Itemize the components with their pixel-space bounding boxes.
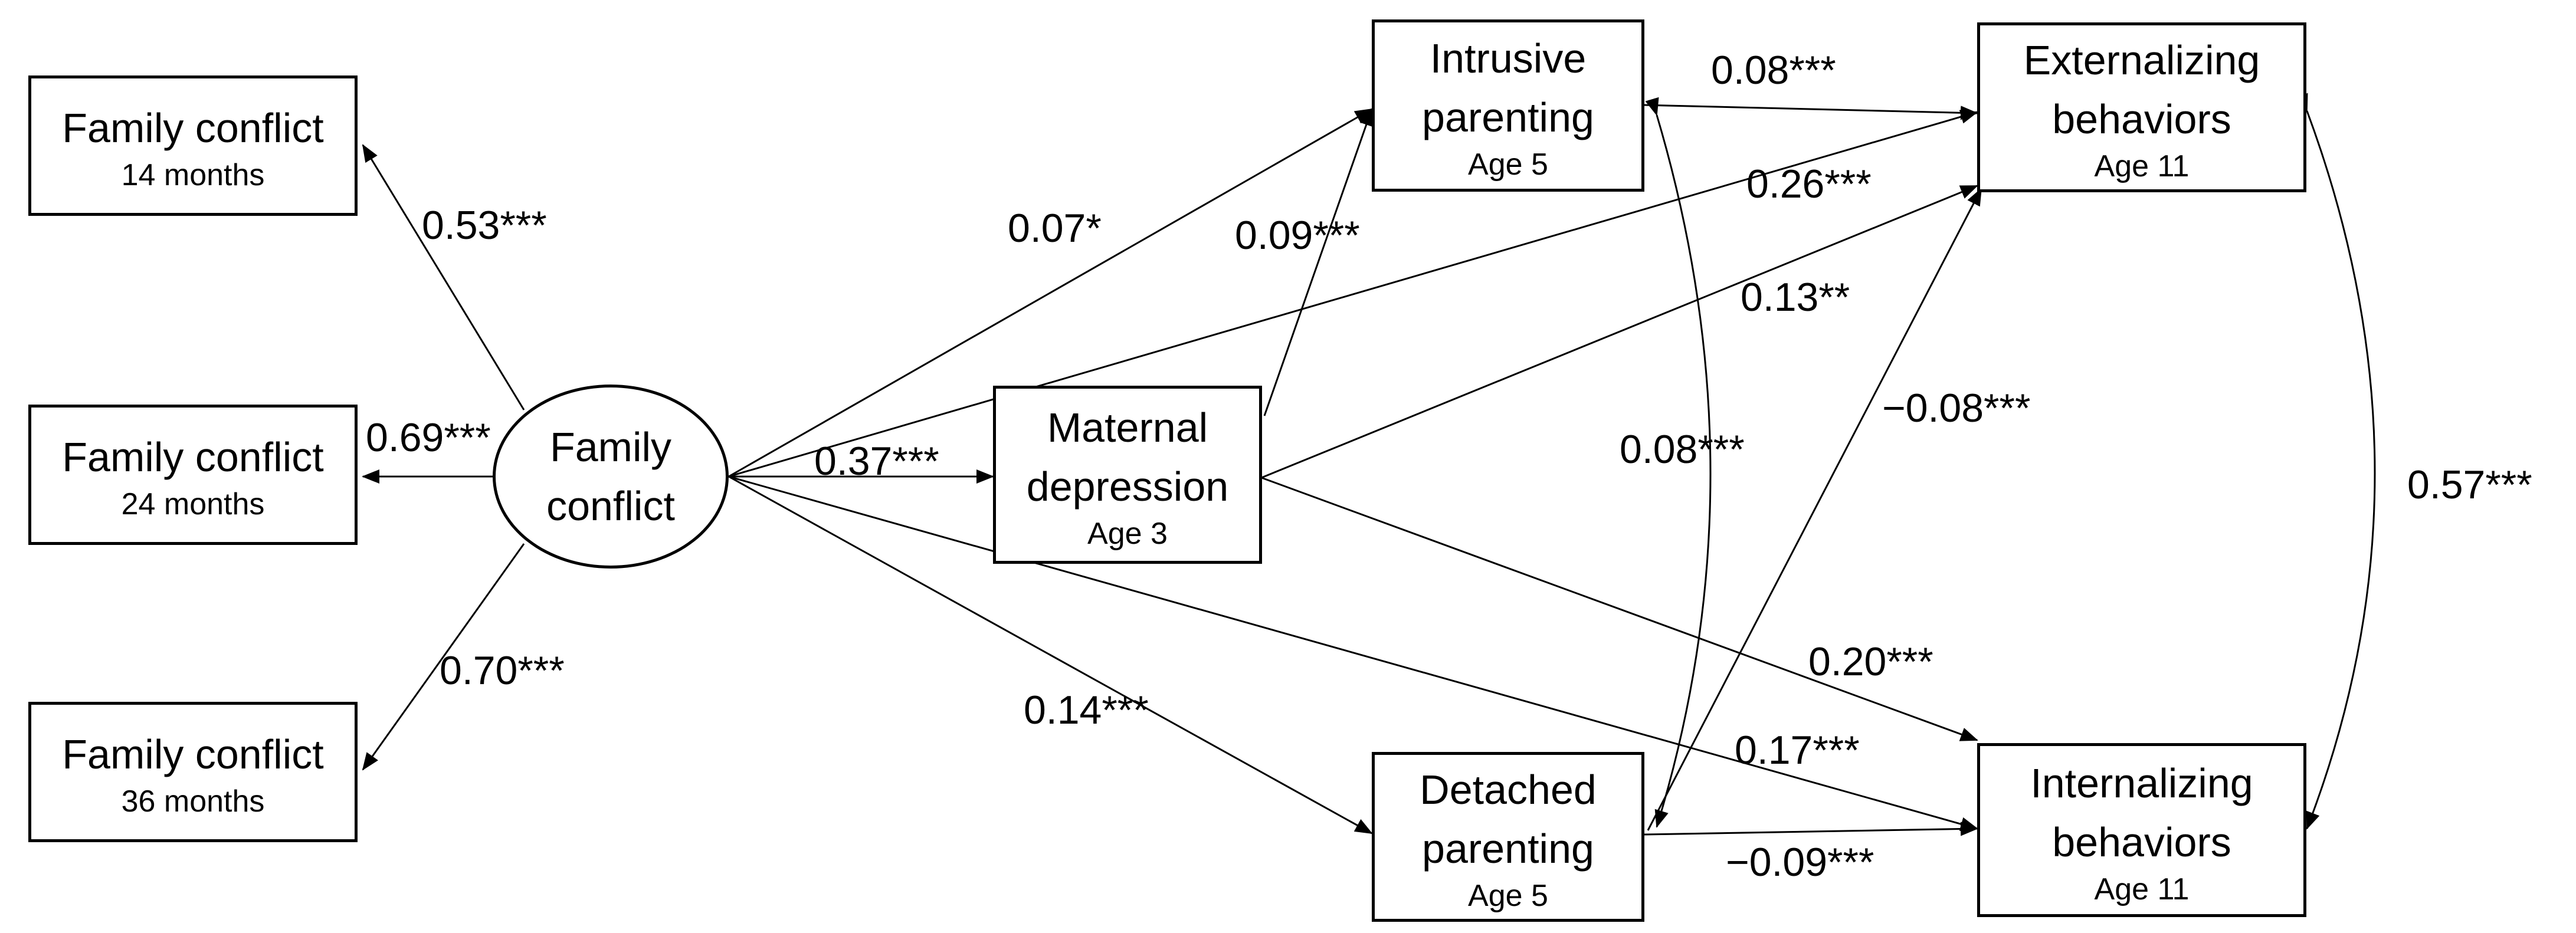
- node-title: Family conflict: [62, 731, 324, 777]
- node-subtitle: Age 11: [2094, 872, 2190, 906]
- path-fc-to-fc14: [362, 144, 525, 410]
- coef-detached-to-external: −0.08***: [1882, 386, 2031, 431]
- node-line-2: depression: [1026, 464, 1229, 510]
- node-line-2: behaviors: [2052, 96, 2231, 142]
- path-maternal-to-intrusive: [1263, 108, 1374, 416]
- coef-maternal-to-internal: 0.20***: [1808, 639, 1933, 684]
- node-family-conflict-14-months: Family conflict 14 months: [28, 75, 358, 216]
- node-line-1: Family: [549, 424, 672, 470]
- node-intrusive-parenting: Intrusive parenting Age 5: [1372, 19, 1644, 192]
- coef-detached-to-internal: −0.09***: [1726, 840, 1874, 885]
- path-detached-to-external: [1647, 188, 1982, 831]
- node-subtitle: Age 11: [2094, 149, 2190, 183]
- node-title: Family conflict: [62, 105, 324, 151]
- node-subtitle: 36 months: [121, 784, 265, 819]
- coef-fc-to-maternal: 0.37***: [814, 439, 939, 484]
- node-maternal-depression: Maternal depression Age 3: [993, 386, 1262, 564]
- node-family-conflict-36-months: Family conflict 36 months: [28, 702, 358, 842]
- coef-maternal-to-external: 0.13**: [1741, 275, 1850, 320]
- coef-fc-to-fc24: 0.69***: [366, 415, 491, 460]
- coef-fc-to-intrusive: 0.07*: [1008, 206, 1102, 251]
- coef-fc-to-fc14: 0.53***: [422, 203, 547, 248]
- coef-fc-to-internal: 0.17***: [1735, 728, 1860, 773]
- path-maternal-to-internal: [1261, 477, 1978, 741]
- node-externalizing-behaviors: Externalizing behaviors Age 11: [1977, 22, 2306, 192]
- coef-fc-to-detached: 0.14***: [1024, 688, 1149, 732]
- node-family-conflict-latent: Family conflict: [493, 385, 729, 569]
- node-family-conflict-24-months: Family conflict 24 months: [28, 405, 358, 545]
- node-subtitle: 24 months: [121, 487, 265, 521]
- coef-intrusive-to-external: 0.08***: [1711, 48, 1836, 93]
- coef-maternal-to-intrusive: 0.09***: [1235, 213, 1360, 258]
- path-fc-to-internal: [728, 475, 1978, 831]
- node-internalizing-behaviors: Internalizing behaviors Age 11: [1977, 743, 2306, 917]
- node-line-2: conflict: [546, 483, 675, 529]
- node-line-1: Externalizing: [2023, 37, 2260, 83]
- coef-fc-to-external: 0.26***: [1746, 162, 1872, 206]
- path-detached-to-internal: [1643, 822, 1978, 836]
- node-title: Family conflict: [62, 434, 324, 480]
- path-fc-to-detached: [728, 475, 1373, 835]
- node-line-1: Internalizing: [2030, 760, 2253, 806]
- node-subtitle: Age 5: [1468, 879, 1548, 913]
- path-fc-to-fc36: [362, 543, 525, 771]
- node-line-2: parenting: [1422, 826, 1594, 872]
- node-line-1: Detached: [1420, 767, 1597, 813]
- path-fc-to-intrusive: [728, 108, 1373, 478]
- node-detached-parenting: Detached parenting Age 5: [1372, 752, 1644, 922]
- path-intrusive-to-external: [1643, 104, 1978, 120]
- node-line-2: parenting: [1422, 94, 1594, 140]
- node-subtitle: 14 months: [121, 158, 265, 192]
- node-subtitle: Age 3: [1087, 517, 1168, 551]
- cov-external-internal: [2295, 93, 2376, 830]
- coef-external-internal-cov: 0.57***: [2407, 462, 2532, 507]
- node-line-2: behaviors: [2052, 819, 2231, 865]
- node-line-1: Maternal: [1047, 405, 1208, 451]
- cov-intrusive-detached: [1645, 97, 1712, 828]
- path-maternal-to-external: [1261, 185, 1978, 479]
- node-line-1: Intrusive: [1430, 35, 1587, 81]
- path-fc-to-external: [728, 110, 1978, 478]
- coef-fc-to-fc36: 0.70***: [440, 648, 565, 693]
- coef-intrusive-detached-cov: 0.08***: [1620, 427, 1745, 472]
- node-subtitle: Age 5: [1468, 147, 1548, 182]
